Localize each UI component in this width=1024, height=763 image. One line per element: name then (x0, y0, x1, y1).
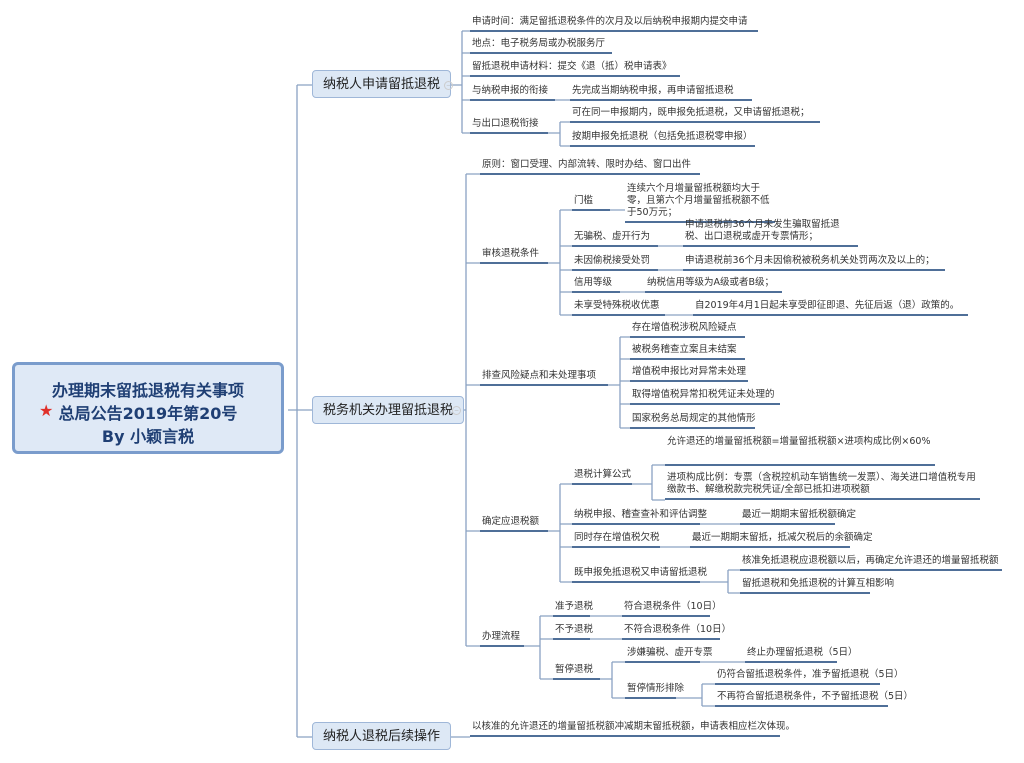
suspend-cleared-detail[interactable]: 仍符合留抵退税条件，准予留抵退税（5日） (715, 669, 904, 685)
formula-detail[interactable]: 进项构成比例：专票（含税控机动车销售统一发票）、海关进口增值税专用缴款书、解缴税… (665, 472, 980, 500)
link-export-detail[interactable]: 可在同一申报期内，既申报免抵退税，又申请留抵退税； (570, 107, 820, 123)
review-item[interactable]: 门槛 (572, 195, 610, 211)
root-topic[interactable]: ★ 办理期末留抵退税有关事项 总局公告2019年第20号 By 小颖言税 (12, 362, 284, 454)
process-approve[interactable]: 准予退税 (553, 601, 593, 617)
review-item[interactable]: 无骗税、虚开行为 (572, 231, 658, 247)
amount-item[interactable]: 同时存在增值税欠税 (572, 532, 660, 548)
branch-followup[interactable]: 纳税人退税后续操作 (312, 722, 452, 750)
apply-material[interactable]: 留抵退税申请材料：提交《退（抵）税申请表》 (470, 61, 680, 77)
branch-taxpayer-apply[interactable]: 纳税人申请留抵退税 (312, 70, 452, 98)
risk-item[interactable]: 被税务稽查立案且未结案 (630, 344, 745, 360)
root-author: By 小颖言税 (101, 427, 195, 446)
risk-item[interactable]: 国家税务总局规定的其他情形 (630, 413, 756, 429)
determine-amount[interactable]: 确定应退税额 (480, 516, 548, 532)
process[interactable]: 办理流程 (480, 631, 524, 647)
amount-item-detail[interactable]: 最近一期期末留抵税额确定 (740, 509, 856, 525)
formula-detail[interactable]: 允许退还的增量留抵税额=增量留抵税额×进项构成比例×60% (665, 436, 935, 466)
review-item-detail[interactable]: 申请退税前36个月未发生骗取留抵退税、出口退税或虚开专票情形； (683, 219, 858, 247)
suspend-fraud-detail[interactable]: 终止办理留抵退税（5日） (745, 647, 858, 663)
amount-item-detail[interactable]: 核准免抵退税应退税额以后，再确定允许退还的增量留抵税额 (740, 555, 1002, 571)
review-conditions[interactable]: 审核退税条件 (480, 248, 548, 264)
followup-detail[interactable]: 以核准的允许退还的增量留抵税额冲减期末留抵税额，申请表相应栏次体现。 (470, 721, 795, 737)
risk-check[interactable]: 排查风险疑点和未处理事项 (480, 370, 608, 386)
process-suspend[interactable]: 暂停退税 (553, 664, 600, 680)
suspend-cleared-detail[interactable]: 不再符合留抵退税条件，不予留抵退税（5日） (715, 691, 913, 707)
risk-item[interactable]: 增值税申报比对异常未处理 (630, 366, 748, 382)
root-subtitle: 总局公告2019年第20号 (58, 404, 238, 423)
apply-time[interactable]: 申请时间：满足留抵退税条件的次月及以后纳税申报期内提交申请 (470, 16, 758, 32)
link-export-detail[interactable]: 按期申报免抵退税（包括免抵退税零申报） (570, 131, 755, 147)
process-approve-detail[interactable]: 符合退税条件（10日） (622, 601, 722, 617)
review-item[interactable]: 信用等级 (572, 277, 620, 293)
formula[interactable]: 退税计算公式 (572, 469, 632, 485)
review-item[interactable]: 未享受特殊税收优惠 (572, 300, 665, 316)
amount-item[interactable]: 纳税申报、稽查查补和评估调整 (572, 509, 707, 525)
principle[interactable]: 原则：窗口受理、内部流转、限时办结、窗口出件 (480, 159, 700, 175)
collapse-icon[interactable]: − (452, 406, 461, 415)
process-reject-detail[interactable]: 不符合退税条件（10日） (622, 624, 731, 640)
suspend-fraud[interactable]: 涉嫌骗税、虚开专票 (625, 647, 713, 663)
link-declare-detail[interactable]: 先完成当期纳税申报，再申请留抵退税 (570, 85, 752, 101)
link-export[interactable]: 与出口退税衔接 (470, 118, 548, 134)
branch-tax-authority[interactable]: 税务机关办理留抵退税 (312, 396, 465, 424)
risk-item[interactable]: 取得增值税异常扣税凭证未处理的 (630, 389, 780, 405)
suspend-cleared[interactable]: 暂停情形排除 (625, 683, 684, 699)
process-reject[interactable]: 不予退税 (553, 624, 593, 640)
root-title: 办理期末留抵退税有关事项 (51, 381, 244, 400)
amount-item[interactable]: 既申报免抵退税又申请留抵退税 (572, 567, 707, 583)
apply-place[interactable]: 地点：电子税务局或办税服务厅 (470, 38, 612, 54)
amount-item-detail[interactable]: 留抵退税和免抵退税的计算互相影响 (740, 578, 894, 594)
collapse-icon[interactable]: − (444, 81, 453, 90)
review-item[interactable]: 未因偷税接受处罚 (572, 255, 658, 271)
review-item-detail[interactable]: 纳税信用等级为A级或者B级； (645, 277, 782, 293)
review-item-detail[interactable]: 自2019年4月1日起未享受即征即退、先征后返（退）政策的。 (693, 300, 968, 316)
risk-item[interactable]: 存在增值税涉税风险疑点 (630, 322, 745, 338)
review-item-detail[interactable]: 连续六个月增量留抵税额均大于零，且第六个月增量留抵税额不低于50万元； (625, 183, 775, 223)
amount-item-detail[interactable]: 最近一期期末留抵，抵减欠税后的余额确定 (690, 532, 873, 548)
review-item-detail[interactable]: 申请退税前36个月未因偷税被税务机关处罚两次及以上的； (683, 255, 945, 271)
star-icon: ★ (39, 401, 54, 420)
link-declare[interactable]: 与纳税申报的衔接 (470, 85, 555, 101)
